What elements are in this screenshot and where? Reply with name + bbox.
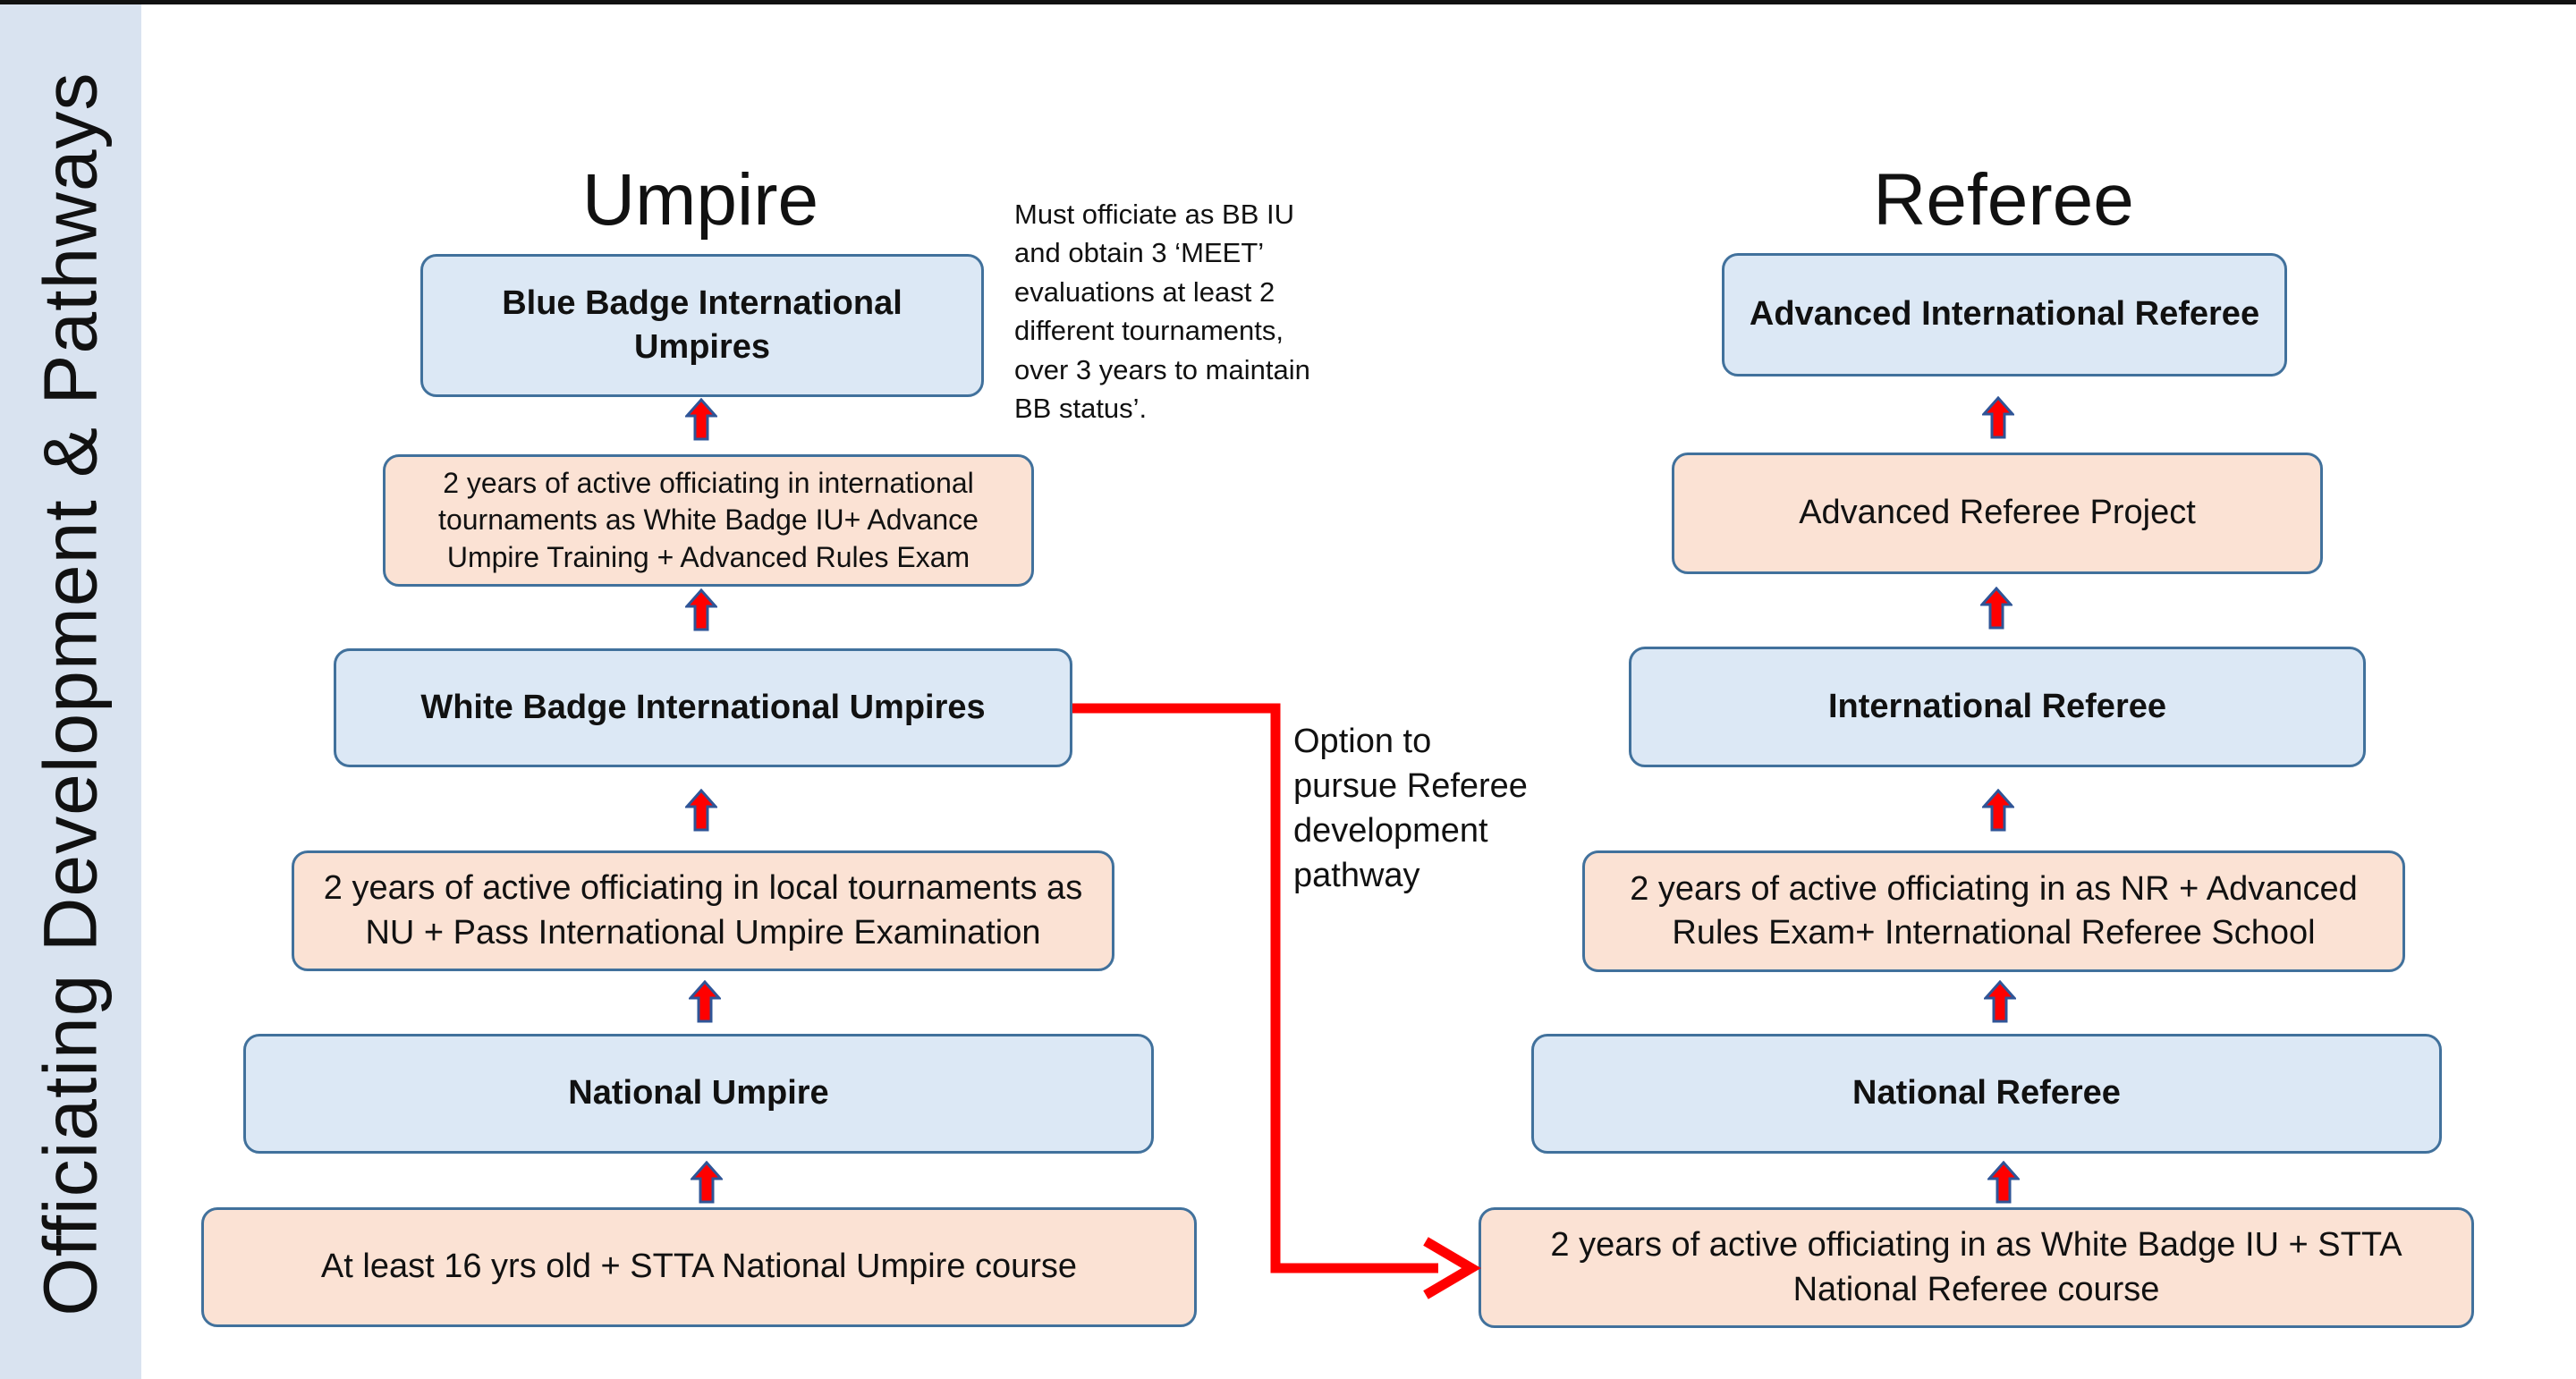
umpire-note: Must officiate as BB IU and obtain 3 ‘ME… bbox=[1014, 199, 1310, 424]
box-national-referee: National Referee bbox=[1531, 1034, 2442, 1154]
up-arrow-icon bbox=[1982, 789, 2014, 832]
box-blue-badge-international-umpires: Blue Badge International Umpires bbox=[420, 254, 984, 397]
box-white-badge-international-umpires: White Badge International Umpires bbox=[334, 648, 1072, 767]
box-national-referee-course: 2 years of active officiating in as Whit… bbox=[1479, 1207, 2474, 1328]
umpire-title: Umpire bbox=[581, 159, 819, 241]
up-arrow-icon bbox=[1987, 1161, 2020, 1204]
connector-arrowhead bbox=[1423, 1237, 1481, 1299]
top-border-line bbox=[0, 0, 2576, 4]
box-international-referee-school: 2 years of active officiating in as NR +… bbox=[1582, 850, 2405, 972]
box-international-referee: International Referee bbox=[1629, 647, 2366, 767]
connector-label: Option to pursue Referee development pat… bbox=[1293, 723, 1528, 895]
up-arrow-icon bbox=[1980, 587, 2012, 630]
box-international-umpire-examination: 2 years of active officiating in local t… bbox=[292, 850, 1114, 971]
sidebar-panel: Officiating Development & Pathways bbox=[0, 4, 141, 1379]
up-arrow-icon bbox=[685, 398, 717, 441]
up-arrow-icon bbox=[685, 789, 717, 832]
box-advanced-referee-project: Advanced Referee Project bbox=[1672, 453, 2323, 574]
box-advance-umpire-training: 2 years of active officiating in interna… bbox=[383, 454, 1034, 587]
connector-line bbox=[1072, 703, 1438, 1273]
up-arrow-icon bbox=[685, 588, 717, 631]
referee-title: Referee bbox=[1873, 159, 2134, 241]
up-arrow-icon bbox=[689, 980, 721, 1023]
box-national-umpire: National Umpire bbox=[243, 1034, 1154, 1154]
up-arrow-icon bbox=[1982, 396, 2014, 439]
up-arrow-icon bbox=[1984, 980, 2016, 1023]
box-advanced-international-referee: Advanced International Referee bbox=[1722, 253, 2287, 376]
up-arrow-icon bbox=[691, 1161, 723, 1204]
box-national-umpire-course: At least 16 yrs old + STTA National Umpi… bbox=[201, 1207, 1197, 1327]
